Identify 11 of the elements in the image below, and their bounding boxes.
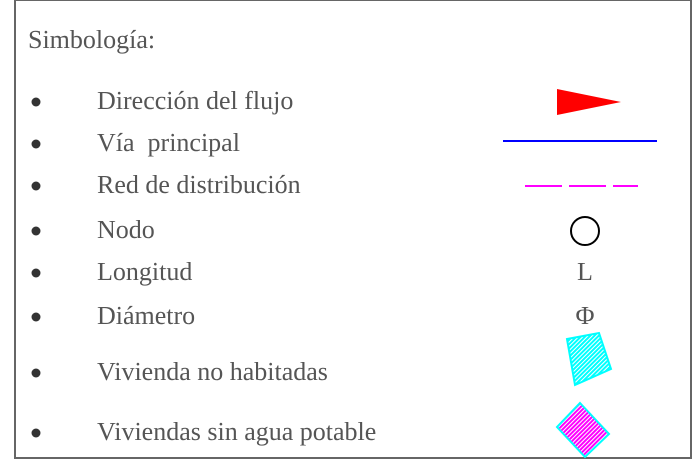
legend-text: Viviendas sin agua potable xyxy=(97,419,376,445)
legend-title: Simbología: xyxy=(28,27,156,53)
symbol-label: L xyxy=(577,259,593,285)
legend-text: Dirección del flujo xyxy=(97,88,294,114)
legend-text: Red de distribución xyxy=(97,172,301,198)
legend-text: Nodo xyxy=(97,217,155,243)
legend-text: Longitud xyxy=(97,259,192,285)
legend-text: Diámetro xyxy=(97,303,196,329)
symbol-label: Φ xyxy=(576,303,594,329)
legend-text: Vía principal xyxy=(97,130,240,156)
legend-text: Vivienda no habitadas xyxy=(97,359,328,385)
